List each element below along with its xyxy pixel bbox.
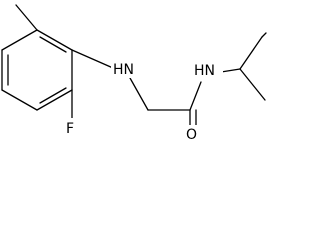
methine-ethyl-bond bbox=[239, 36, 263, 70]
ethyl-terminal-bond bbox=[261, 32, 267, 38]
methyl-bond bbox=[15, 4, 38, 31]
ring-amine-bond bbox=[71, 49, 114, 69]
fluorine: F bbox=[64, 118, 78, 137]
fluorine-label: F bbox=[66, 121, 74, 137]
ring-bond-6 bbox=[1, 29, 38, 51]
methine-methyl-bond bbox=[239, 68, 266, 101]
amine-nitrogen: HN bbox=[111, 60, 139, 78]
benzene-ring bbox=[1, 29, 73, 111]
carbonyl-oxygen-label: O bbox=[186, 127, 197, 143]
carbonyl-oxygen: O bbox=[184, 125, 200, 143]
amine-methylene-bond bbox=[129, 77, 149, 111]
amide-methine-bond bbox=[220, 68, 241, 73]
ring-double-bond-b bbox=[39, 87, 67, 104]
amide-nitrogen-label: HN bbox=[194, 63, 215, 79]
carbonyl-amide-bond bbox=[189, 81, 202, 111]
ring-double-bond-a bbox=[39, 36, 67, 53]
chemical-structure-diagram: HN HN O F bbox=[1, 4, 267, 143]
ring-bond-3 bbox=[36, 89, 73, 111]
amide-nitrogen: HN bbox=[193, 61, 223, 79]
ring-bond-4 bbox=[1, 89, 38, 111]
ring-bond-1 bbox=[36, 29, 73, 51]
amine-nitrogen-label: HN bbox=[113, 62, 134, 78]
